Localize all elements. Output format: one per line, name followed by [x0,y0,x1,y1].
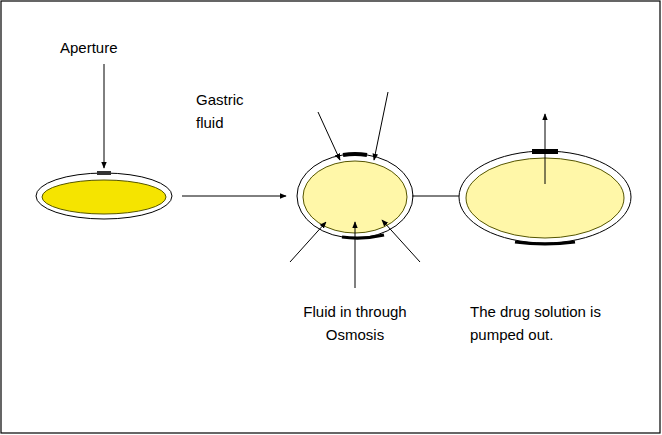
aperture-symbol [97,171,111,175]
drug-release-arrow [545,114,546,184]
intact-tablet [36,171,172,219]
medium-label: Gastric fluid [196,88,258,134]
leader-line [104,64,105,168]
aperture-symbol [343,154,367,155]
part-label: Aperture [60,36,150,59]
osmosis-arrows [290,92,420,288]
coating-edge [342,235,384,238]
process-label: Fluid in through Osmosis [292,300,418,346]
coating-edge [515,242,575,244]
process-arrow [182,196,286,197]
process-label: The drug solution is pumped out. [470,300,625,346]
